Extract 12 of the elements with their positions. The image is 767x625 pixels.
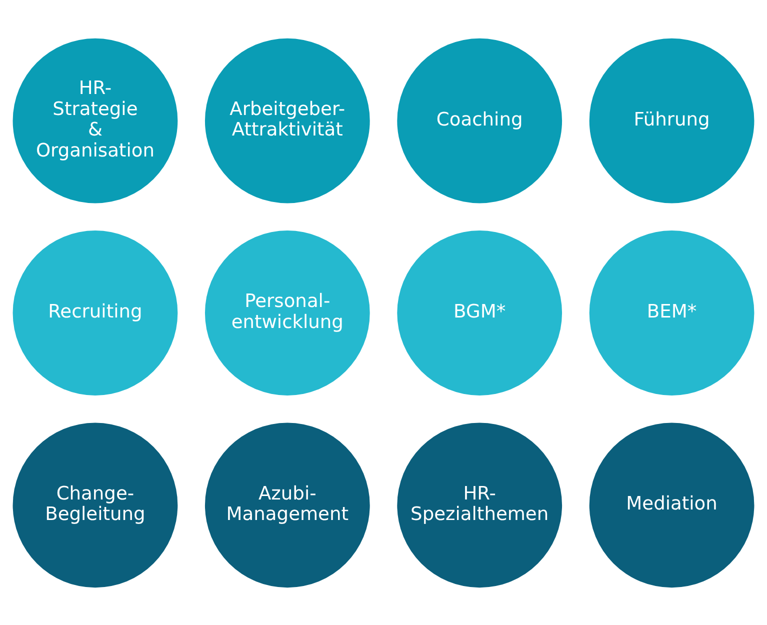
node-circle: Arbeitgeber- Attraktivität [204, 38, 370, 203]
node-circle: BEM* [589, 230, 754, 395]
node-circle: Azubi- Management [204, 422, 370, 588]
node-circle: HR- Strategie & Organisation [12, 38, 178, 203]
node-circle: Change- Begleitung [12, 422, 178, 588]
node-circle: Personal- entwicklung [204, 230, 370, 395]
node-circle: BGM* [397, 230, 562, 395]
node-circle: Führung [589, 38, 754, 203]
node-circle: HR- Spezialthemen [397, 422, 562, 588]
node-circle: Coaching [397, 38, 562, 203]
node-circle: Mediation [589, 422, 754, 588]
node-circle: Recruiting [12, 230, 178, 395]
